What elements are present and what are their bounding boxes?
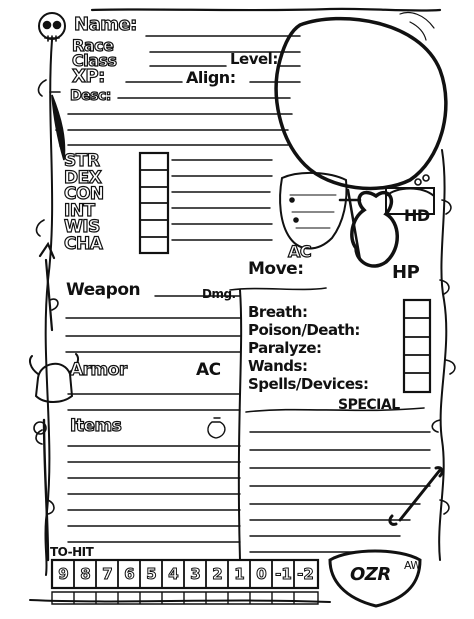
- to-hit-cell: 2: [212, 565, 223, 584]
- hd-label: HD: [404, 206, 430, 225]
- armor-label: Armor: [69, 360, 128, 380]
- ac-label: AC: [287, 242, 312, 261]
- save-spells-devices: Spells/Devices:: [248, 375, 369, 393]
- to-hit-label: TO-HIT: [50, 545, 94, 559]
- hp-heart-frame: [350, 190, 399, 268]
- spear-icon: [38, 241, 56, 332]
- to-hit-cell: 7: [102, 565, 113, 584]
- artist-signature: AW: [404, 559, 421, 572]
- ability-list: STR DEX CON INT WIS CHA: [63, 151, 104, 254]
- ozr-logo-text: OZR: [350, 564, 391, 585]
- to-hit-cell: -1: [275, 565, 293, 584]
- to-hit-cell: 5: [146, 565, 157, 584]
- to-hit-cell: 9: [58, 565, 69, 584]
- to-hit-cell: 4: [168, 565, 179, 584]
- level-label: Level:: [230, 50, 278, 68]
- ability-con: CON: [63, 184, 104, 204]
- ability-int: INT: [63, 200, 95, 221]
- align-label: Align:: [186, 68, 236, 87]
- weapon-label: Weapon: [66, 280, 141, 300]
- save-wands: Wands:: [248, 357, 308, 375]
- bottom-vine-border: [29, 599, 331, 603]
- race-label: Race: [71, 36, 114, 55]
- save-poison-death: Poison/Death:: [248, 321, 360, 339]
- armor-ac-label: AC: [196, 360, 221, 380]
- to-hit-cell: 3: [190, 565, 201, 584]
- to-hit-cell: 8: [80, 565, 91, 584]
- hp-label: HP: [392, 262, 420, 283]
- bones-icon: [388, 466, 444, 526]
- wand-icon: [42, 418, 50, 562]
- portrait-frame: [274, 16, 448, 191]
- to-hit-cell: 1: [234, 565, 245, 584]
- to-hit-cell: 6: [124, 565, 135, 584]
- potion-icon: [207, 417, 226, 439]
- desc-label: Desc:: [69, 88, 112, 104]
- xp-label: XP:: [71, 66, 105, 87]
- save-breath: Breath:: [248, 303, 308, 321]
- to-hit-cell: 0: [256, 565, 267, 584]
- save-paralyze: Paralyze:: [248, 339, 322, 357]
- items-label: Items: [69, 416, 122, 436]
- to-hit-table: [50, 558, 320, 590]
- ozr-logo-shield: [328, 549, 422, 608]
- horned-helmet-icon: [29, 353, 79, 403]
- ability-wis: WIS: [63, 217, 101, 237]
- damage-label: Dmg.: [202, 287, 236, 301]
- top-vine-border: [90, 7, 442, 12]
- skull-icon: [38, 12, 66, 42]
- left-vine-border: [44, 39, 54, 576]
- ability-str: STR: [63, 151, 100, 171]
- move-label: Move:: [248, 259, 304, 279]
- name-label: Name:: [73, 14, 138, 35]
- right-vine-border: [438, 149, 448, 561]
- class-label: Class: [71, 51, 117, 70]
- save-boxes: [402, 298, 432, 394]
- ac-shield-icon: [279, 171, 348, 250]
- dagger-icon: [49, 91, 66, 161]
- ability-dex: DEX: [63, 167, 102, 188]
- special-label: SPECIAL: [338, 397, 400, 413]
- ability-cha: CHA: [63, 233, 103, 254]
- to-hit-cell: -2: [297, 565, 315, 584]
- saves-list: Breath: Poison/Death: Paralyze: Wands: S…: [248, 303, 369, 395]
